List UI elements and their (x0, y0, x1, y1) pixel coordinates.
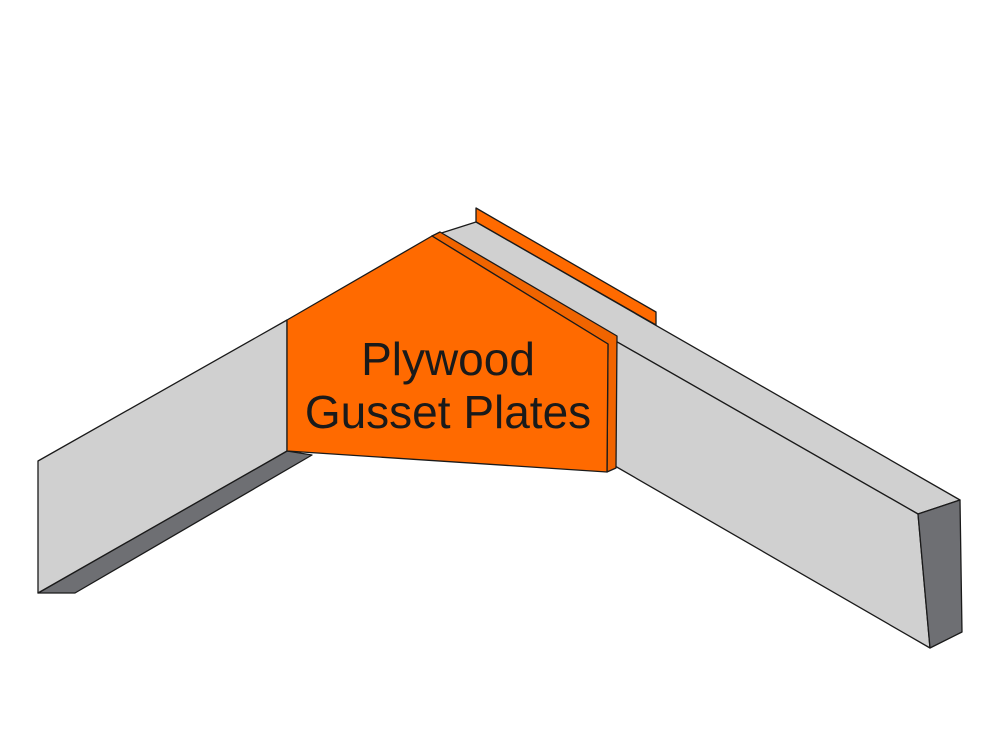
front-gusset-plate (286, 235, 609, 473)
right-rafter-end (917, 499, 963, 649)
left-rafter-face (37, 319, 288, 594)
label-line-2: Gusset Plates (305, 386, 591, 438)
label-line-1: Plywood (361, 333, 535, 385)
